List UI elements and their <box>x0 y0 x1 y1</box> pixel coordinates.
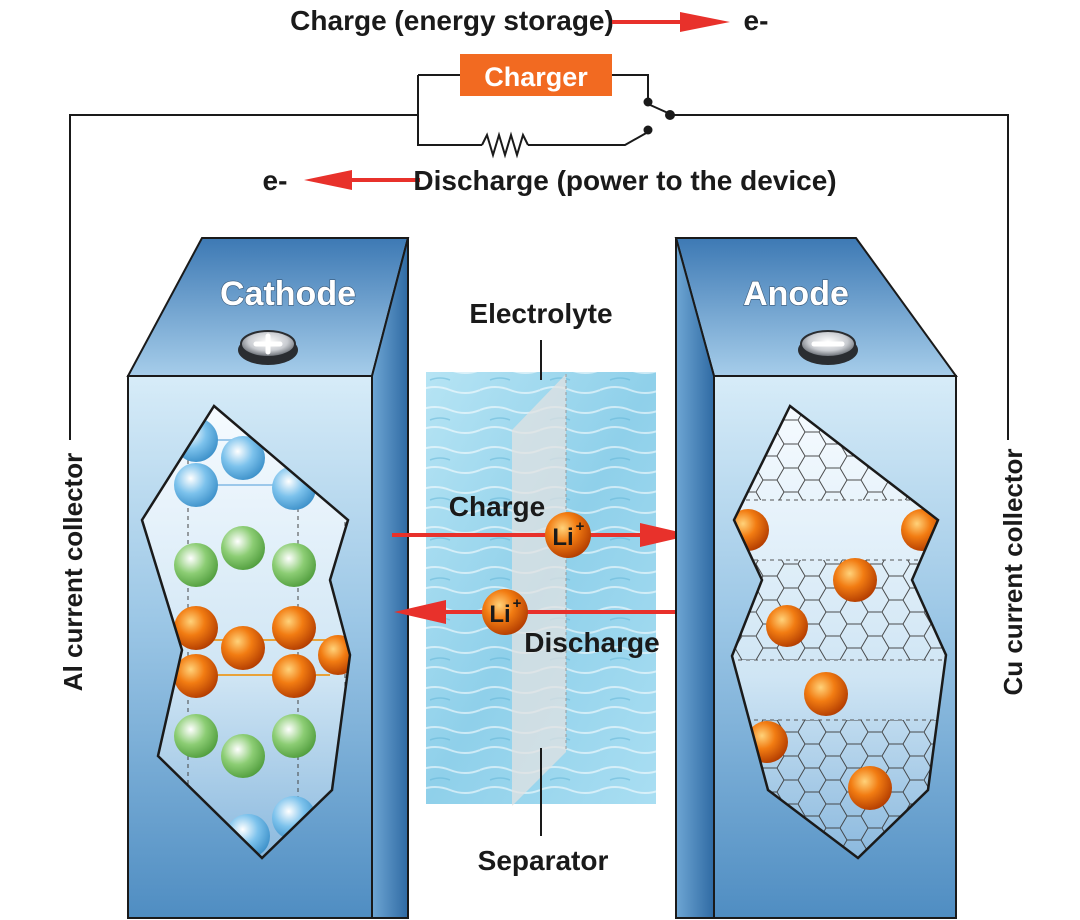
cu-current-collector-label: Cu current collector <box>998 448 1028 695</box>
charge-direction-label: Charge (energy storage) <box>290 5 614 36</box>
cathode-atom-orange <box>174 606 218 650</box>
cathode-atom-green <box>221 734 265 778</box>
external-circuit <box>69 74 1009 440</box>
anode-li-atom <box>766 605 808 647</box>
cathode-label: Cathode <box>220 275 356 313</box>
cathode-atom-blue <box>221 436 265 480</box>
cathode-atom-green <box>272 543 316 587</box>
resistor-icon <box>481 131 529 159</box>
cathode-lattice <box>174 418 350 858</box>
minus-terminal-icon <box>798 330 858 365</box>
cathode-atom-green <box>272 714 316 758</box>
discharge-ion-label: Discharge <box>524 627 659 658</box>
cathode-block: Cathode <box>126 237 410 919</box>
cathode-atom-green <box>174 714 218 758</box>
discharge-direction-label: Discharge (power to the device) <box>413 165 836 196</box>
cathode-atom-orange <box>272 606 316 650</box>
charge-direction-arrow <box>612 12 730 32</box>
separator-label: Separator <box>478 845 609 876</box>
electrolyte-label: Electrolyte <box>469 298 612 329</box>
discharge-direction-arrow <box>304 170 420 190</box>
cathode-atom-orange <box>221 626 265 670</box>
charge-ion-arrow <box>392 523 692 547</box>
cathode-atom-blue <box>174 463 218 507</box>
li-ion-charging: Li + <box>545 512 591 558</box>
electron-label-top: e- <box>744 5 769 36</box>
anode-li-atom <box>848 766 892 810</box>
anode-li-atom <box>804 672 848 716</box>
li-ion-charge-sign: + <box>513 595 522 612</box>
anode-li-atom <box>833 558 877 602</box>
electron-label-mid: e- <box>263 165 288 196</box>
charger-label: Charger <box>484 62 588 92</box>
switch-icon <box>643 97 675 135</box>
charger-box: Charger <box>460 54 612 96</box>
li-ion-label: Li <box>489 601 510 628</box>
anode-label: Anode <box>743 275 849 313</box>
cathode-atom-green <box>221 526 265 570</box>
li-ion-discharging: Li + <box>482 589 528 635</box>
cathode-atom-orange <box>174 654 218 698</box>
plus-terminal-icon <box>238 330 298 365</box>
cathode-crystal-window <box>140 404 352 860</box>
charge-ion-label: Charge <box>449 491 545 522</box>
li-ion-label: Li <box>552 524 573 551</box>
discharge-ion-arrow <box>394 600 690 624</box>
al-current-collector-label: Al current collector <box>58 453 88 691</box>
li-ion-charge-sign: + <box>576 518 585 535</box>
cathode-atom-orange <box>272 654 316 698</box>
separator-membrane <box>512 374 567 806</box>
cathode-atom-green <box>174 543 218 587</box>
